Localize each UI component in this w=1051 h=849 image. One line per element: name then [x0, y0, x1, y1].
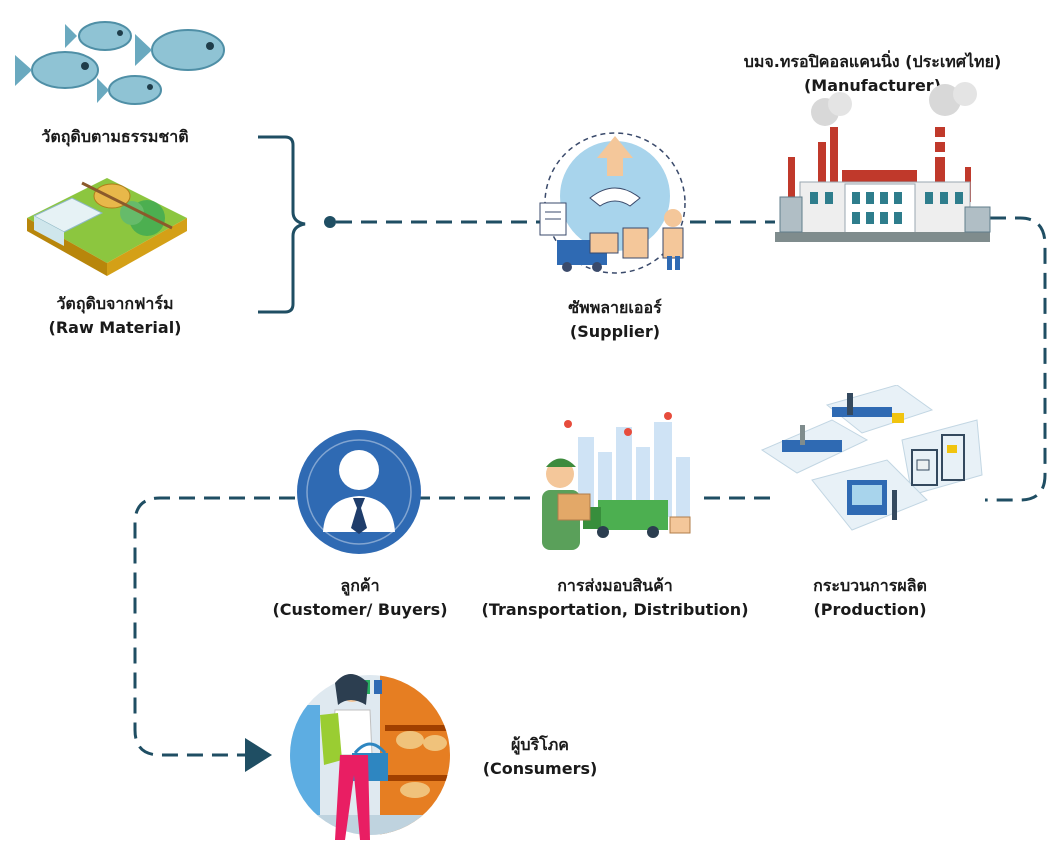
user-icon: [295, 428, 423, 556]
fish-icon: [5, 8, 235, 113]
fish-1: [65, 21, 132, 51]
fish-4: [97, 75, 162, 105]
label-manufacturer: บมจ.ทรอปิคอลแคนนิ่ง (ประเทศไทย) (Manufac…: [743, 52, 1002, 95]
production-line-icon: [752, 384, 987, 555]
delivery-truck-icon: [528, 412, 698, 552]
label-transportation: การส่งมอบสินค้า (Transportation, Distrib…: [481, 576, 749, 619]
grouping-brace: [258, 135, 306, 314]
fish-2: [135, 29, 225, 71]
factory-icon: [770, 82, 995, 244]
label-customer: ลูกค้า (Customer/ Buyers): [272, 576, 448, 619]
label-supplier: ซัพพลายเออร์ (Supplier): [568, 298, 662, 341]
supplier-handshake-icon: [535, 128, 695, 278]
arrow-head: [245, 738, 272, 772]
flow-line-customer-to-consumer: [133, 496, 295, 757]
fish-3: [15, 51, 99, 89]
shopper-icon: [280, 665, 458, 845]
flow-start-dot: [324, 216, 336, 228]
farm-icon: [22, 168, 192, 280]
label-natural-material: วัตถุดิบตามธรรมชาติ: [41, 127, 189, 146]
label-production: กระบวนการผลิต (Production): [813, 576, 927, 619]
flow-line-factory-to-production: [985, 216, 1047, 502]
label-farm-material: วัตถุดิบจากฟาร์ม (Raw Material): [48, 294, 182, 337]
label-consumers: ผู้บริโภค (Consumers): [482, 735, 598, 778]
